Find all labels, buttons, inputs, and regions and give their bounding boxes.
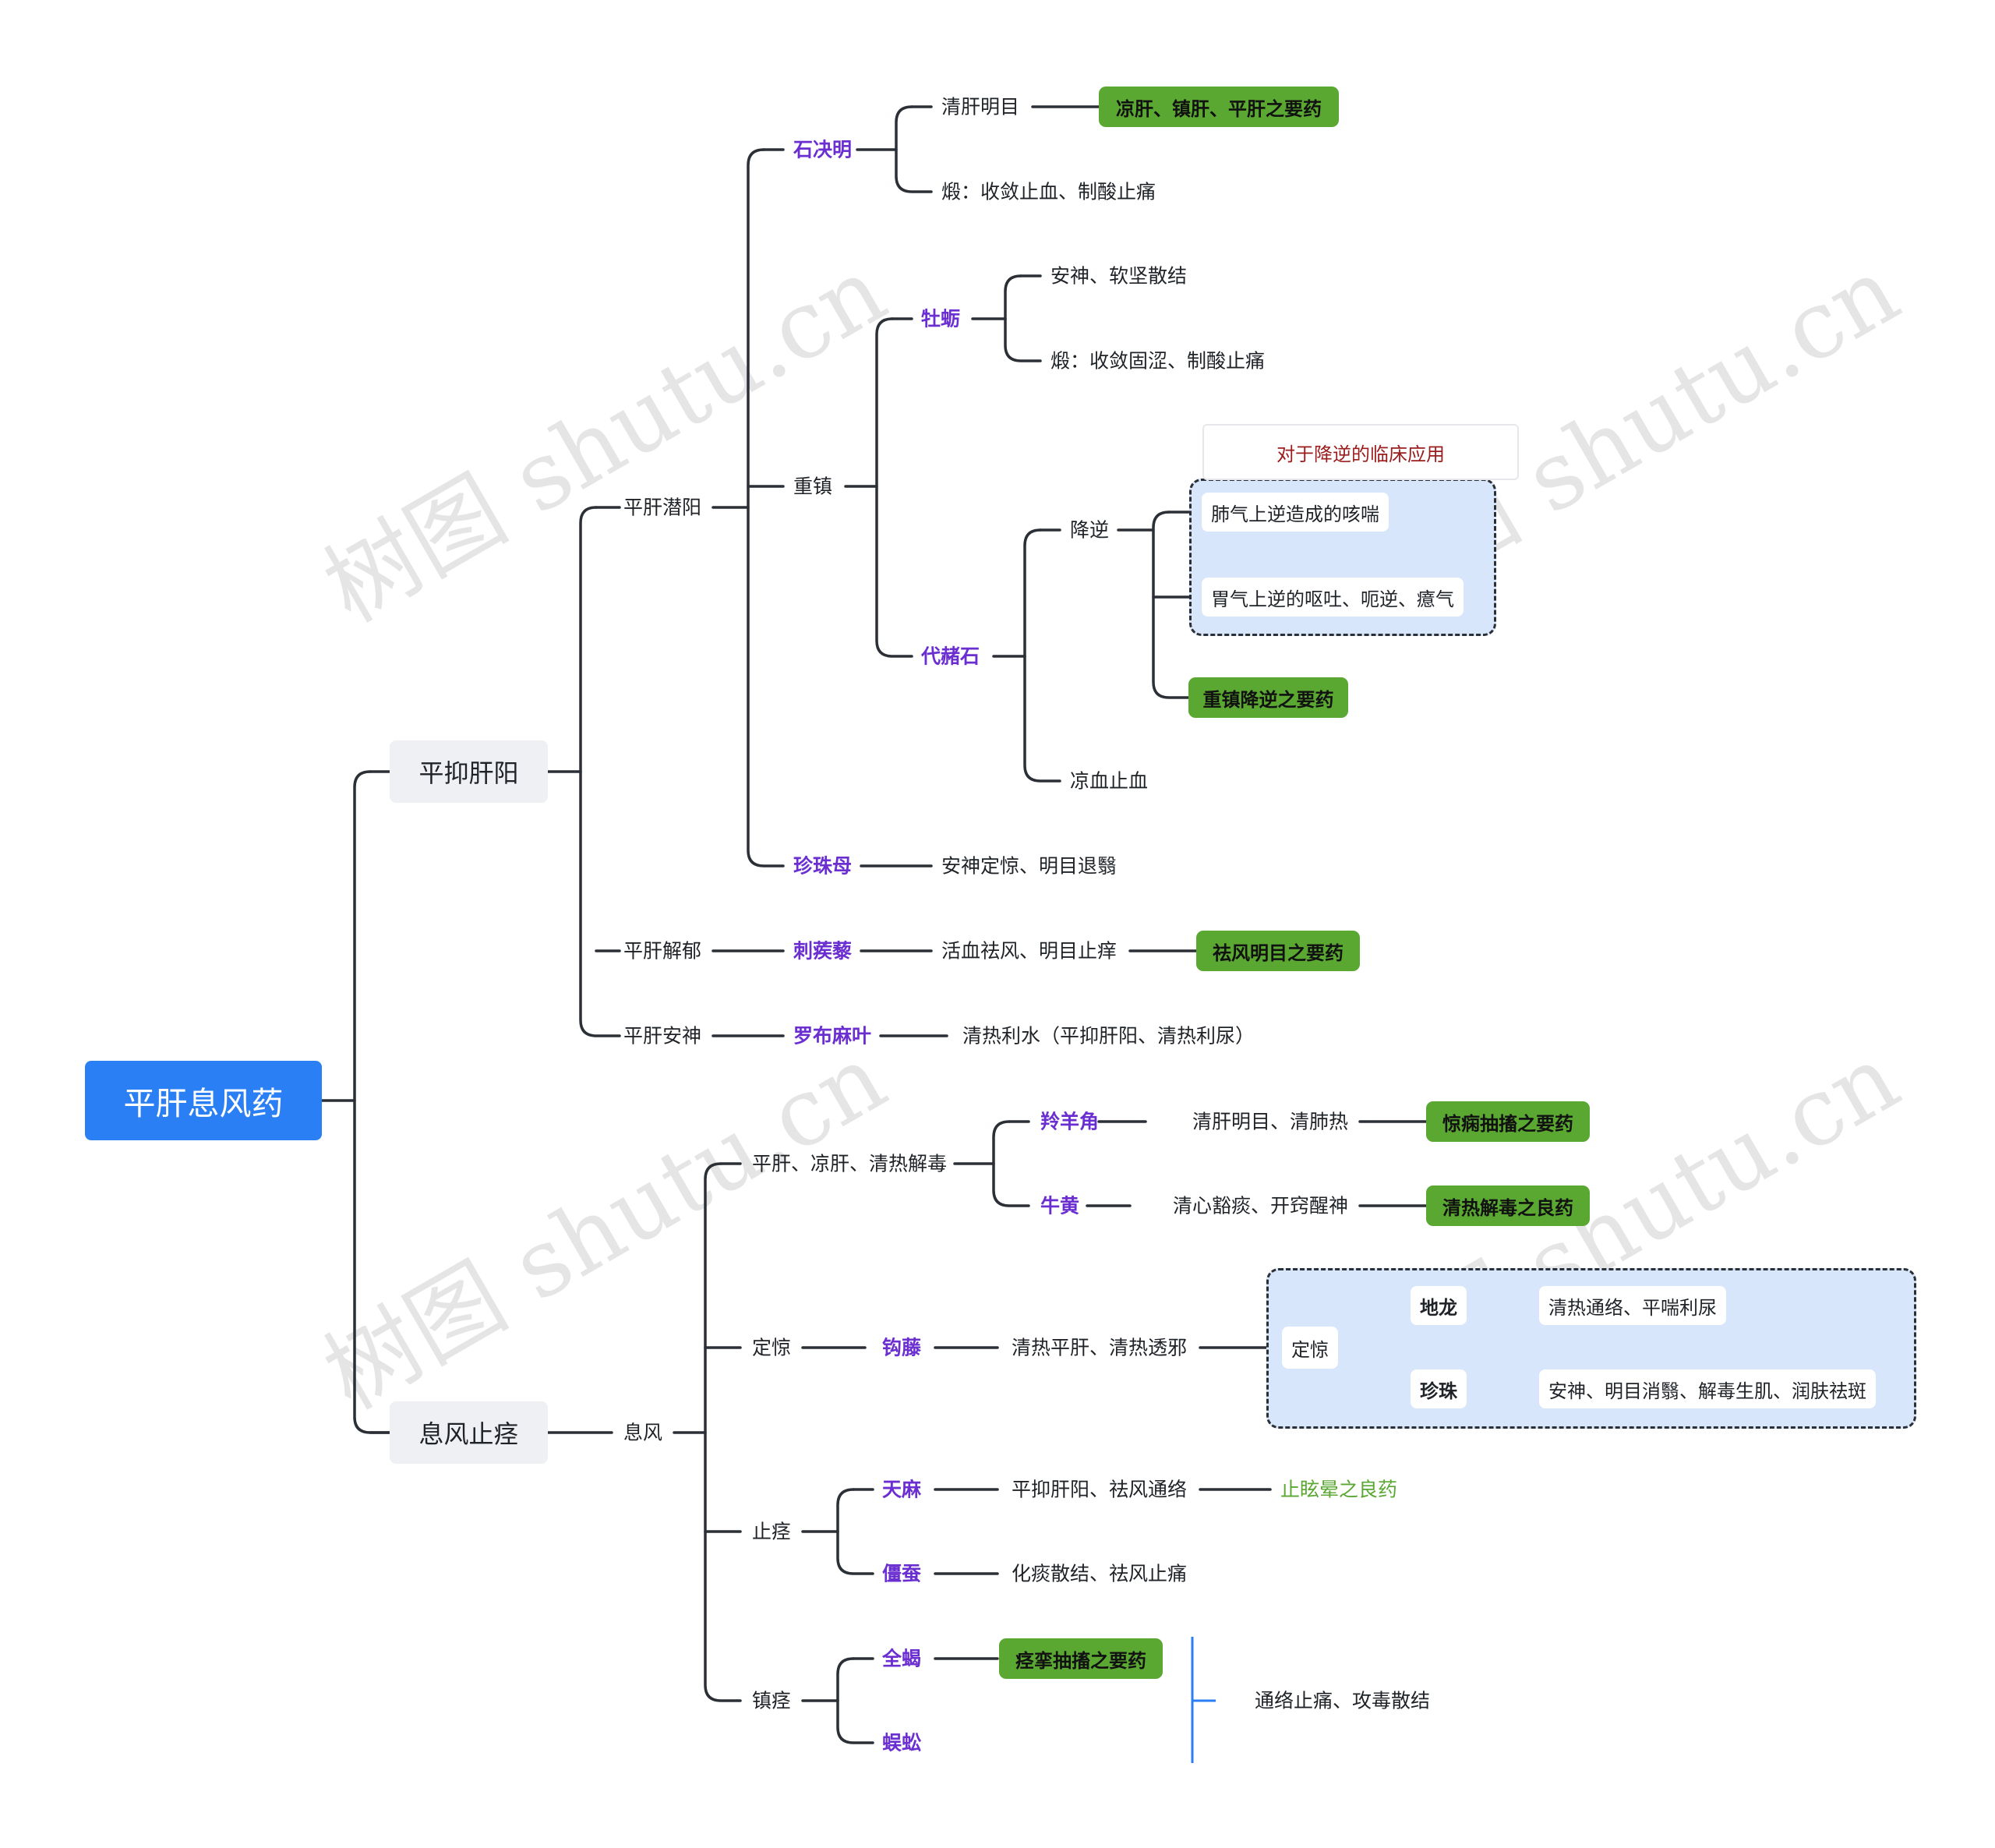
edge — [353, 770, 391, 1434]
herb-lingyangjiao[interactable]: 羚羊角 — [1040, 1110, 1100, 1133]
node-dingjing[interactable]: 定惊 — [752, 1336, 792, 1359]
tag-quanxie[interactable]: 痉挛抽搐之要药 — [999, 1638, 1163, 1679]
node-qingre-jiedu[interactable]: 平肝、凉肝、清热解毒 — [752, 1152, 948, 1175]
use-dilong[interactable]: 清热通络、平喘利尿 — [1539, 1286, 1726, 1325]
node-dingjing-sub[interactable]: 定惊 — [1282, 1327, 1338, 1369]
use-liangxue[interactable]: 凉血止血 — [1070, 769, 1149, 793]
tag-lingyangjiao[interactable]: 惊痫抽搐之要药 — [1426, 1101, 1590, 1142]
app-weiqi[interactable]: 胃气上逆的呕吐、呃逆、癔气 — [1202, 578, 1464, 617]
node-pinggan-jieyu[interactable]: 平肝解郁 — [623, 939, 702, 963]
node-xifeng[interactable]: 息风 — [623, 1421, 663, 1444]
edge — [579, 506, 621, 1037]
tag-shijueming[interactable]: 凉肝、镇肝、平肝之要药 — [1099, 87, 1339, 127]
edge — [1004, 274, 1042, 362]
use-zhenzhumu[interactable]: 安神定惊、明目退翳 — [941, 854, 1118, 878]
herb-luobumaye[interactable]: 罗布麻叶 — [793, 1024, 872, 1048]
herb-wugong[interactable]: 蜈蚣 — [882, 1731, 922, 1754]
branch-pingyi-ganyang[interactable]: 平抑肝阳 — [390, 740, 548, 803]
edge — [836, 1657, 874, 1744]
use-zhenzhu[interactable]: 安神、明目消翳、解毒生肌、润肤祛斑 — [1539, 1369, 1876, 1408]
callout-jiangni[interactable]: 对于降逆的临床应用 — [1202, 424, 1519, 480]
app-feiqi[interactable]: 肺气上逆造成的咳喘 — [1202, 493, 1389, 532]
edge — [875, 317, 913, 658]
herb-tianma[interactable]: 天麻 — [882, 1478, 922, 1501]
herb-niuhuang[interactable]: 牛黄 — [1040, 1194, 1080, 1217]
herb-zhenzhumu[interactable]: 珍珠母 — [793, 854, 853, 878]
herb-dilong[interactable]: 地龙 — [1411, 1286, 1467, 1325]
herb-zhenzhu[interactable]: 珍珠 — [1411, 1369, 1467, 1408]
tag-tianma[interactable]: 止眩晕之良药 — [1280, 1478, 1398, 1501]
herb-daizheshi[interactable]: 代赭石 — [921, 645, 980, 668]
root-topic[interactable]: 平肝息风药 — [85, 1061, 322, 1140]
branch-xifeng-zhijing[interactable]: 息风止痉 — [390, 1401, 548, 1464]
use-jiangcan[interactable]: 化痰散结、祛风止痛 — [1012, 1562, 1188, 1585]
use-qinggan-mingmu[interactable]: 清肝明目 — [941, 95, 1020, 118]
herb-muli[interactable]: 牡蛎 — [921, 307, 961, 330]
use-shared-quanxie-wugong[interactable]: 通络止痛、攻毒散结 — [1255, 1689, 1431, 1712]
herb-jiangcan[interactable]: 僵蚕 — [882, 1562, 922, 1585]
edge — [895, 105, 933, 193]
node-zhenjing[interactable]: 镇痉 — [752, 1689, 792, 1712]
edge — [836, 1488, 874, 1575]
tag-niuhuang[interactable]: 清热解毒之良药 — [1426, 1185, 1590, 1226]
use-muli-2[interactable]: 煅：收敛固涩、制酸止痛 — [1050, 349, 1266, 373]
herb-cijili[interactable]: 刺蒺藜 — [793, 939, 853, 963]
tag-daizheshi[interactable]: 重镇降逆之要药 — [1188, 677, 1348, 718]
use-lingyangjiao[interactable]: 清肝明目、清肺热 — [1192, 1110, 1349, 1133]
herb-quanxie[interactable]: 全蝎 — [882, 1647, 922, 1670]
use-tianma[interactable]: 平抑肝阳、祛风通络 — [1012, 1478, 1188, 1501]
herb-gouteng[interactable]: 钩藤 — [882, 1336, 922, 1359]
edge — [992, 1120, 1030, 1207]
edge — [747, 148, 785, 867]
use-muli-1[interactable]: 安神、软坚散结 — [1050, 264, 1188, 288]
tag-cijili[interactable]: 祛风明目之要药 — [1196, 931, 1360, 971]
herb-shijueming[interactable]: 石决明 — [793, 138, 853, 161]
edge — [1023, 528, 1061, 783]
use-luobumaye[interactable]: 清热利水（平抑肝阳、清热利尿） — [962, 1024, 1255, 1048]
use-cijili[interactable]: 活血祛风、明目止痒 — [941, 939, 1118, 963]
use-gouteng[interactable]: 清热平肝、清热透邪 — [1012, 1336, 1188, 1359]
use-shijueming-duan[interactable]: 煅：收敛止血、制酸止痛 — [941, 180, 1156, 203]
use-niuhuang[interactable]: 清心豁痰、开窍醒神 — [1173, 1194, 1349, 1217]
node-jiangni[interactable]: 降逆 — [1070, 518, 1110, 542]
edge — [704, 1162, 742, 1702]
node-zhijing[interactable]: 止痉 — [752, 1520, 792, 1543]
node-pinggan-qianyang[interactable]: 平肝潜阳 — [623, 496, 702, 519]
node-zhongzhen[interactable]: 重镇 — [793, 475, 833, 498]
node-pinggan-anshen[interactable]: 平肝安神 — [623, 1024, 702, 1048]
edge — [1152, 511, 1190, 699]
